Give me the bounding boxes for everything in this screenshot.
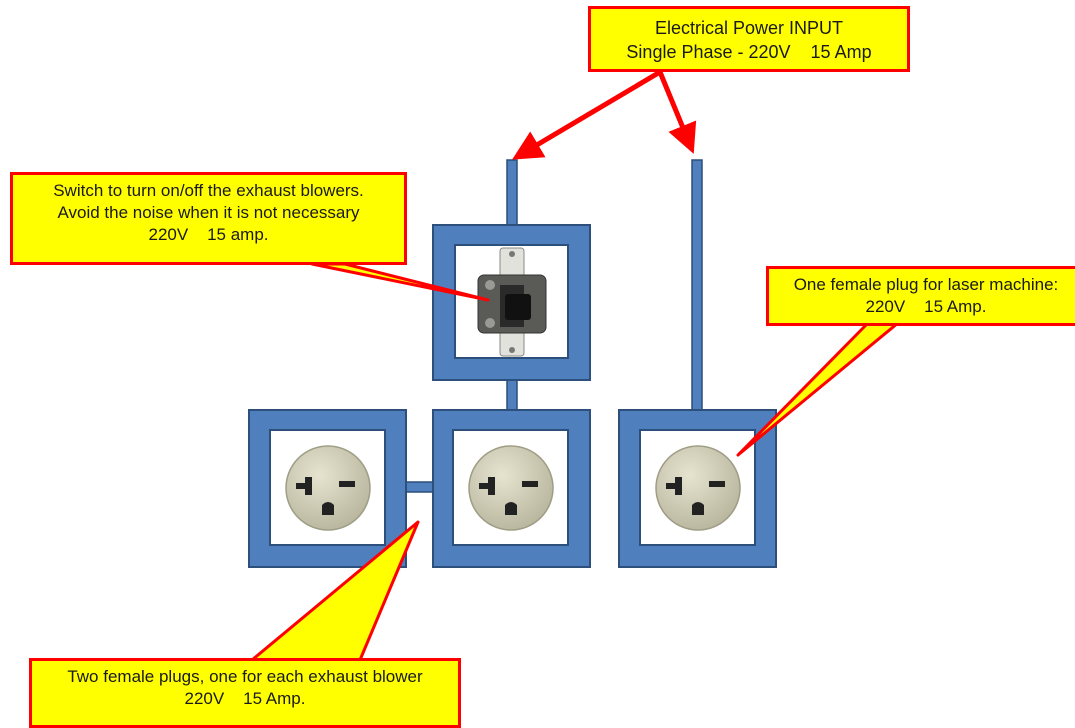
outlet-box-right (618, 409, 777, 568)
toggle-switch-icon (477, 247, 547, 357)
outlet-box-left (248, 409, 407, 568)
laser-callout-line-1: One female plug for laser machine: (793, 275, 1059, 294)
power-input-arrows (512, 69, 697, 160)
outlet-icon (285, 445, 371, 531)
wire-input-right (691, 159, 703, 413)
laser-callout: One female plug for laser machine: 220V … (766, 266, 1075, 326)
exhaust-callout: Two female plugs, one for each exhaust b… (29, 658, 461, 728)
switch-callout-line-3: 220V 15 amp. (148, 225, 269, 244)
wire-input-left (506, 159, 518, 229)
arrow-to-left-wire (512, 69, 662, 160)
exhaust-callout-line-2: 220V 15 Amp. (184, 689, 306, 708)
power-input-callout: Electrical Power INPUT Single Phase - 22… (588, 6, 910, 72)
outlet-icon (468, 445, 554, 531)
power-input-title: Electrical Power INPUT (654, 18, 844, 38)
wire-switch-to-outlet (506, 375, 518, 413)
switch-box (432, 224, 591, 381)
callout-pointers (250, 262, 900, 662)
outlet-icon (655, 445, 741, 531)
laser-callout-pointer (736, 321, 900, 457)
switch-callout-line-1: Switch to turn on/off the exhaust blower… (53, 181, 364, 200)
power-input-spec: Single Phase - 220V 15 Amp (626, 42, 872, 62)
outlet-box-middle (432, 409, 591, 568)
exhaust-callout-line-1: Two female plugs, one for each exhaust b… (67, 667, 423, 686)
laser-callout-line-2: 220V 15 Amp. (865, 297, 987, 316)
switch-callout-line-2: Avoid the noise when it is not necessary (57, 203, 360, 222)
arrow-to-right-wire (657, 71, 697, 154)
switch-callout: Switch to turn on/off the exhaust blower… (10, 172, 407, 265)
